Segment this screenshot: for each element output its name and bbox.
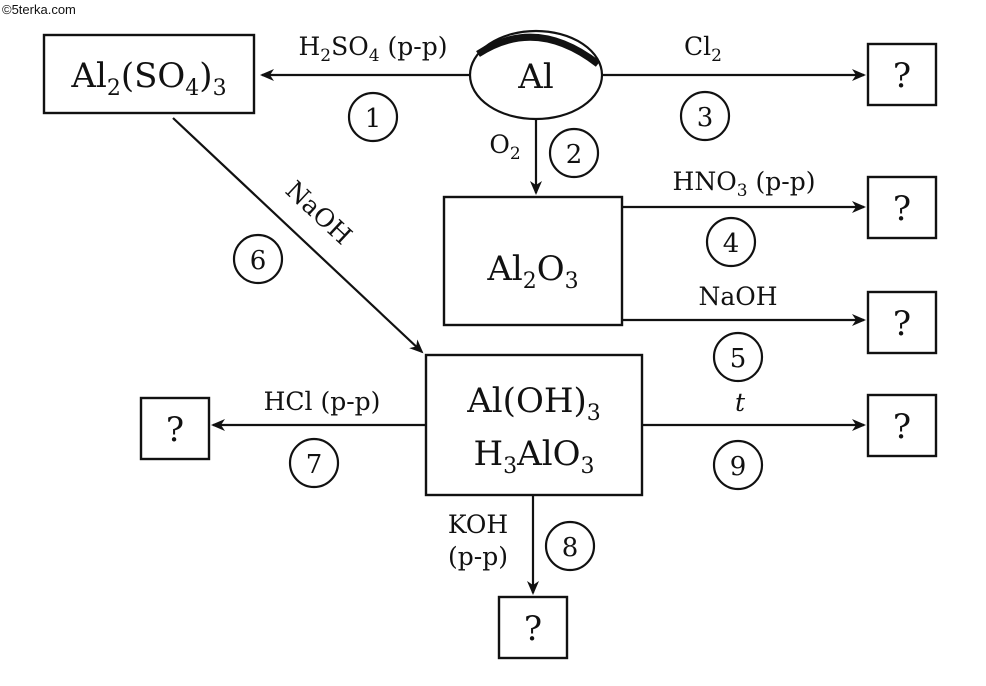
step-number-8: 8 — [562, 533, 579, 563]
step-circle-8 — [544, 520, 596, 572]
watermark: ©5terka.com — [2, 2, 76, 17]
step-circle-3 — [679, 90, 731, 142]
step-number-7: 7 — [306, 450, 323, 480]
reagent-o2: O2 — [489, 130, 520, 164]
step-number-9: 9 — [730, 452, 747, 482]
product-box-5 — [866, 290, 938, 355]
product-label-5: ? — [893, 304, 911, 344]
product-box-4 — [866, 175, 938, 240]
step-number-6: 6 — [250, 246, 267, 276]
product-box-3 — [866, 42, 938, 107]
step-circle-6 — [232, 233, 284, 285]
product-box-9 — [866, 393, 938, 458]
al-label: Al — [517, 57, 553, 97]
h3alo3-label: H3AlO3 — [474, 434, 595, 479]
step-number-1: 1 — [365, 104, 382, 134]
arrow-6 — [172, 117, 424, 354]
al2so43-box — [42, 33, 256, 115]
product-label-7: ? — [166, 410, 184, 450]
step-circle-4 — [705, 216, 757, 268]
product-label-9: ? — [893, 407, 911, 447]
reagent-koh: KOH — [448, 510, 508, 539]
reagent-cl2: Cl2 — [684, 32, 722, 66]
reagent-naoh-6: NaOH — [280, 175, 358, 250]
step-circle-2 — [548, 127, 600, 179]
step-number-5: 5 — [730, 344, 747, 374]
step-number-3: 3 — [697, 103, 714, 133]
reagent-h2so4: H2SO4 (р-р) — [298, 32, 447, 66]
step-circle-7 — [288, 437, 340, 489]
product-label-8: ? — [524, 609, 542, 649]
reagent-heat: t — [735, 388, 746, 417]
step-circle-1 — [347, 91, 399, 143]
product-box-8 — [497, 595, 569, 660]
step-circle-5 — [712, 331, 764, 383]
step-circle-9 — [712, 439, 764, 491]
reagent-hcl: HCl (р-р) — [264, 387, 381, 416]
al2so43-label: Al2(SO4)3 — [70, 56, 226, 101]
aloh3-box — [424, 353, 644, 497]
aloh3-label: Al(OH)3 — [466, 381, 600, 426]
step-number-2: 2 — [566, 140, 583, 170]
product-box-7 — [139, 396, 211, 461]
step-number-4: 4 — [723, 229, 740, 259]
al2o3-label: Al2O3 — [486, 249, 578, 294]
reagent-naoh-5: NaOH — [698, 282, 777, 311]
al-node-shadow — [476, 33, 601, 67]
al2o3-box — [442, 195, 624, 327]
product-label-3: ? — [893, 56, 911, 96]
product-label-4: ? — [893, 189, 911, 229]
reagent-koh-condition: (р-р) — [448, 542, 508, 571]
reagent-hno3: HNO3 (р-р) — [673, 167, 816, 201]
